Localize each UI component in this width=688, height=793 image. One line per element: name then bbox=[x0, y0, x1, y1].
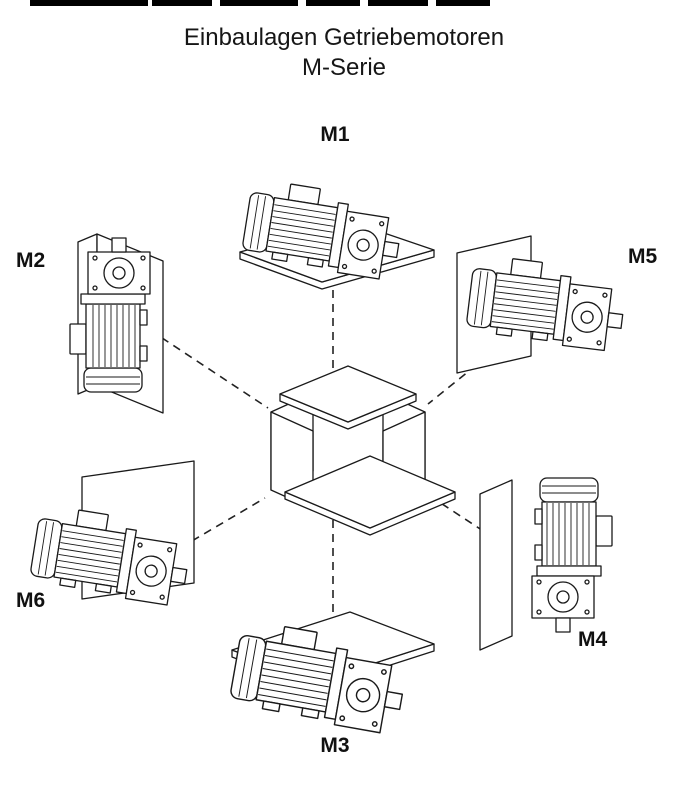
center-cube bbox=[270, 365, 456, 536]
cube-top-plate bbox=[279, 365, 417, 423]
mounting-m5 bbox=[456, 235, 629, 374]
dashed-line-m2 bbox=[149, 329, 269, 409]
mounting-m4 bbox=[479, 477, 613, 651]
mounting-m3 bbox=[227, 611, 435, 737]
diagram-subtitle: M-Serie bbox=[301, 54, 386, 81]
mounting-m2 bbox=[69, 233, 164, 414]
diagram-title: Einbaulagen Getriebemotoren bbox=[183, 24, 505, 51]
label-m5: M5 bbox=[628, 245, 658, 268]
cropped-top-bar bbox=[30, 0, 490, 6]
wall-m4 bbox=[479, 479, 513, 651]
label-m3: M3 bbox=[320, 734, 350, 757]
cube-bottom-plate bbox=[284, 455, 456, 529]
label-m1: M1 bbox=[320, 123, 350, 146]
motor-m4-illustration bbox=[531, 477, 613, 633]
mounting-m6 bbox=[28, 460, 195, 608]
label-m4: M4 bbox=[578, 628, 608, 651]
label-m6: M6 bbox=[16, 589, 46, 612]
mounting-m1 bbox=[239, 177, 435, 290]
label-m2: M2 bbox=[16, 249, 46, 272]
